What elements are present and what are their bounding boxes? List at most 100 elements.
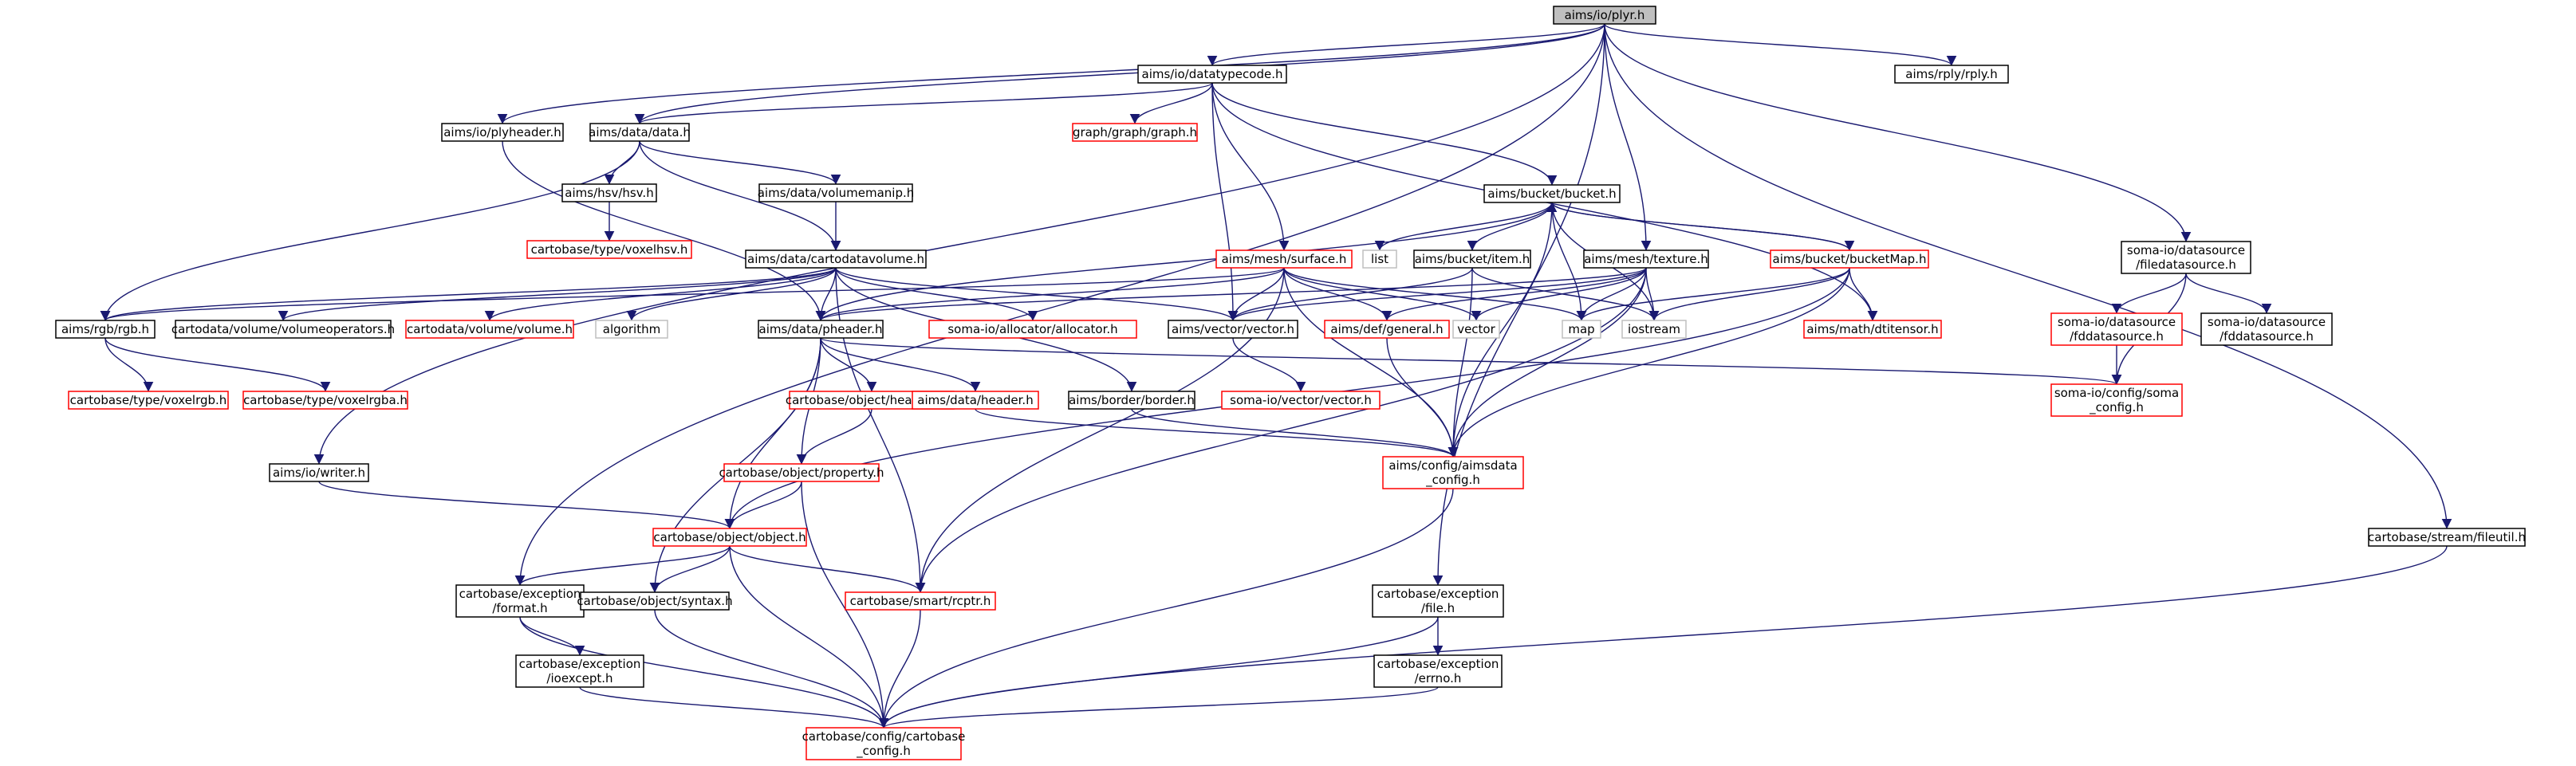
edge-n10-n12 (1374, 202, 1553, 251)
node-box (723, 463, 880, 482)
node-label: cartobase/type/voxelrgb.h (70, 393, 227, 407)
node-cartobase-object-property-h[interactable]: cartobase/object/property.h (719, 463, 884, 482)
edge-n15-n26 (1576, 267, 1850, 321)
node-algorithm[interactable]: algorithm (595, 320, 668, 339)
node-cartobase-config-cartobase-config-h[interactable]: cartobase/config/cartobase_config.h (802, 727, 966, 760)
edge-n0-n42 (1604, 23, 2452, 529)
node-cartodata-volume-volumeoperators-h[interactable]: cartodata/volume/volumeoperators.h (171, 320, 395, 339)
node-label: _config.h (2089, 400, 2144, 415)
edge-n10-n40 (1448, 202, 1553, 458)
node-soma-io-datasource-fddatasource-h[interactable]: soma-io/datasource/fddatasource.h (2050, 312, 2183, 346)
node-map[interactable]: map (1562, 320, 1601, 339)
node-aims-border-border-h[interactable]: aims/border/border.h (1068, 391, 1195, 410)
node-aims-data-volumemanip-h[interactable]: aims/data/volumemanip.h (758, 183, 915, 202)
node-aims-math-dtitensor-h[interactable]: aims/math/dtitensor.h (1803, 320, 1942, 339)
node-box (455, 584, 585, 618)
node-aims-vector-vector-h[interactable]: aims/vector/vector.h (1168, 320, 1298, 339)
node-aims-def-general-h[interactable]: aims/def/general.h (1324, 320, 1450, 339)
node-label: _config.h (1425, 473, 1480, 488)
edge-n10-n13 (1467, 202, 1553, 251)
edge-n11-n21 (815, 267, 1285, 321)
node-aims-data-data-h[interactable]: aims/data/data.h (589, 123, 691, 142)
node-aims-data-cartodatavolume-h[interactable]: aims/data/cartodatavolume.h (745, 249, 927, 269)
node-box (561, 183, 657, 202)
node-aims-rply-rply-h[interactable]: aims/rply/rply.h (1894, 65, 2009, 84)
node-cartobase-type-voxelhsv-h[interactable]: cartobase/type/voxelhsv.h (526, 240, 692, 259)
edge-n41-n49 (729, 545, 889, 729)
node-label: map (1568, 322, 1594, 336)
node-list[interactable]: list (1362, 249, 1397, 269)
node-vector[interactable]: vector (1452, 320, 1500, 339)
node-soma-io-datasource-filedatasource-h[interactable]: soma-io/datasource/filedatasource.h (2121, 241, 2251, 274)
edge-n15-n28 (1849, 267, 1878, 321)
node-aims-bucket-item-h[interactable]: aims/bucket/item.h (1413, 249, 1531, 269)
edge-n21-n41 (724, 337, 821, 529)
node-box (1894, 65, 2009, 84)
node-label: aims/bucket/bucket.h (1487, 187, 1616, 201)
node-soma-io-vector-vector-h[interactable]: soma-io/vector/vector.h (1221, 391, 1381, 410)
edge-n45-n49 (878, 609, 921, 729)
node-aims-data-header-h[interactable]: aims/data/header.h (912, 391, 1039, 410)
node-aims-io-writer-h[interactable]: aims/io/writer.h (269, 463, 369, 482)
node-cartobase-type-voxelrgb-h[interactable]: cartobase/type/voxelrgb.h (68, 391, 229, 410)
node-cartobase-stream-fileutil-h[interactable]: cartobase/stream/fileutil.h (2368, 528, 2526, 547)
edge-n23-n36 (1232, 337, 1306, 392)
node-box (1562, 320, 1601, 339)
node-cartobase-object-object-h[interactable]: cartobase/object/object.h (652, 528, 807, 547)
edge-n40-n49 (878, 488, 1454, 729)
node-box (2121, 241, 2251, 274)
edge-n15-n27 (1648, 267, 1850, 321)
node-box (1215, 249, 1353, 269)
edge-n9-n22 (835, 267, 1038, 321)
node-cartodata-volume-volume-h[interactable]: cartodata/volume/volume.h (405, 320, 574, 339)
edge-n1-n5 (1129, 82, 1213, 124)
node-layer: aims/io/plyr.h aims/io/datatypecode.h aims… (55, 6, 2526, 760)
node-label: algorithm (603, 322, 660, 336)
node-cartobase-exception-errno-h[interactable]: cartobase/exception/errno.h (1373, 654, 1503, 688)
node-label: cartobase/exception (1377, 657, 1499, 671)
node-label: aims/io/datatypecode.h (1142, 67, 1283, 81)
node-cartobase-exception-file-h[interactable]: cartobase/exception/file.h (1372, 584, 1504, 618)
node-cartobase-object-syntax-h[interactable]: cartobase/object/syntax.h (577, 591, 733, 611)
node-label: cartobase/object/property.h (719, 465, 884, 480)
node-label: /file.h (1421, 601, 1455, 615)
node-soma-io-config-soma-config-h[interactable]: soma-io/config/soma_config.h (2050, 383, 2183, 417)
node-box (1621, 320, 1687, 339)
node-box (68, 391, 229, 410)
node-label: aims/data/header.h (917, 393, 1033, 407)
node-aims-rgb-rgb-h[interactable]: aims/rgb/rgb.h (55, 320, 156, 339)
node-aims-bucket-bucketmap-h[interactable]: aims/bucket/bucketMap.h (1770, 249, 1929, 269)
node-cartobase-exception-format-h[interactable]: cartobase/exception/format.h (455, 584, 585, 618)
node-label: /errno.h (1415, 671, 1462, 685)
node-box (758, 320, 884, 339)
node-label: soma-io/datasource (2208, 315, 2326, 329)
node-aims-io-plyr-h[interactable]: aims/io/plyr.h (1553, 6, 1656, 25)
node-cartobase-type-voxelrgba-h[interactable]: cartobase/type/voxelrgba.h (242, 391, 408, 410)
node-iostream[interactable]: iostream (1621, 320, 1687, 339)
node-label: soma-io/datasource (2127, 243, 2245, 257)
node-box (405, 320, 574, 339)
node-aims-data-pheader-h[interactable]: aims/data/pheader.h (758, 320, 884, 339)
node-aims-bucket-bucket-h[interactable]: aims/bucket/bucket.h (1483, 184, 1621, 203)
edge-n10-n26 (1551, 202, 1587, 321)
node-label: aims/bucket/bucketMap.h (1773, 252, 1927, 266)
node-graph-graph-graph-h[interactable]: graph/graph/graph.h (1072, 123, 1198, 142)
node-soma-io-datasource-fddatasource-h[interactable]: soma-io/datasource/fddatasource.h (2200, 312, 2333, 346)
node-box (652, 528, 807, 547)
node-aims-mesh-texture-h[interactable]: aims/mesh/texture.h (1583, 249, 1709, 269)
node-cartobase-exception-ioexcept-h[interactable]: cartobase/exception/ioexcept.h (515, 654, 644, 688)
node-label: cartobase/exception (1377, 587, 1499, 601)
node-aims-io-plyheader-h[interactable]: aims/io/plyheader.h (441, 123, 564, 142)
node-aims-config-aimsdata-config-h[interactable]: aims/config/aimsdata_config.h (1382, 456, 1524, 489)
node-box (1803, 320, 1942, 339)
node-label: aims/rply/rply.h (1905, 67, 1998, 81)
node-box (595, 320, 668, 339)
edge-n9-n17 (100, 267, 837, 321)
node-aims-io-datatypecode-h[interactable]: aims/io/datatypecode.h (1137, 65, 1287, 84)
node-aims-mesh-surface-h[interactable]: aims/mesh/surface.h (1215, 249, 1353, 269)
node-aims-hsv-hsv-h[interactable]: aims/hsv/hsv.h (561, 183, 657, 202)
node-soma-io-allocator-allocator-h[interactable]: soma-io/allocator/allocator.h (928, 320, 1137, 339)
node-cartobase-smart-rcptr-h[interactable]: cartobase/smart/rcptr.h (845, 591, 996, 611)
node-box (1770, 249, 1929, 269)
edge-n21-n33 (820, 337, 877, 392)
